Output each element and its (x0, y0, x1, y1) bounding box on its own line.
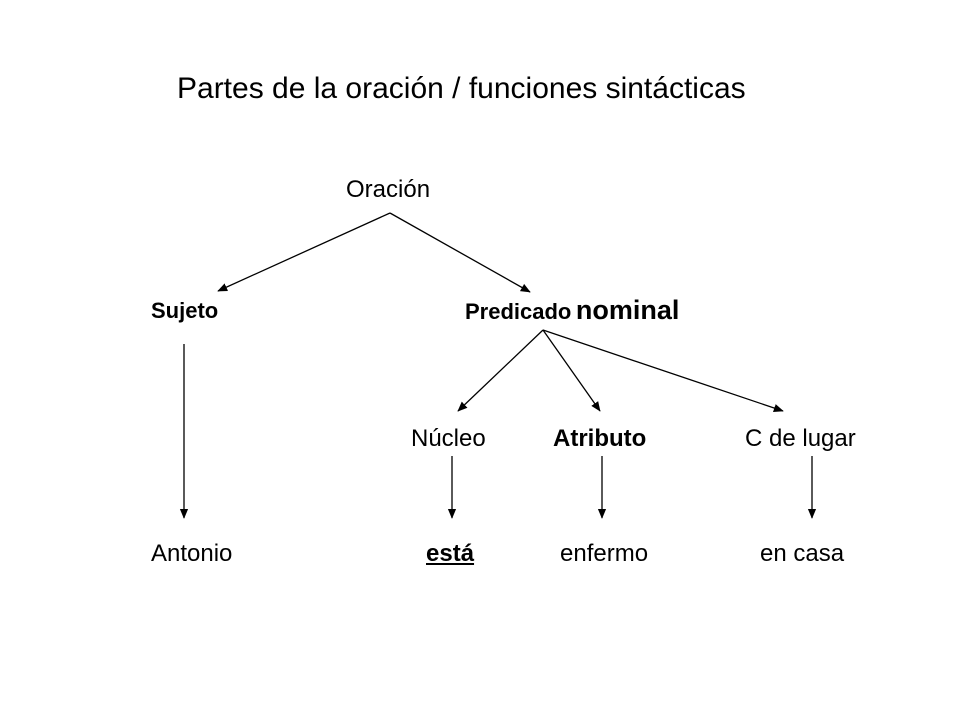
node-antonio: Antonio (151, 540, 233, 567)
node-enfermo: enfermo (560, 540, 649, 567)
node-predicado-nominal: Predicado nominal (465, 297, 679, 324)
edge-oracion-sujeto (217, 212, 391, 292)
edge-predicado-c-de-lugar (542, 329, 784, 413)
node-oracion: Oración (346, 176, 431, 203)
node-atributo: Atributo (553, 425, 647, 452)
predicado-word: Predicado (465, 299, 572, 324)
node-en-casa: en casa (760, 540, 845, 567)
edge-oracion-predicado (389, 212, 531, 293)
edge-predicado-nucleo (457, 329, 544, 412)
nominal-word: nominal (575, 295, 680, 325)
node-sujeto: Sujeto (151, 298, 219, 323)
slide-title: Partes de la oración / funciones sintáct… (177, 72, 746, 105)
edge-predicado-atributo (542, 329, 601, 412)
node-nucleo: Núcleo (411, 425, 486, 452)
node-esta: está (426, 540, 475, 567)
node-c-de-lugar: C de lugar (745, 425, 856, 452)
